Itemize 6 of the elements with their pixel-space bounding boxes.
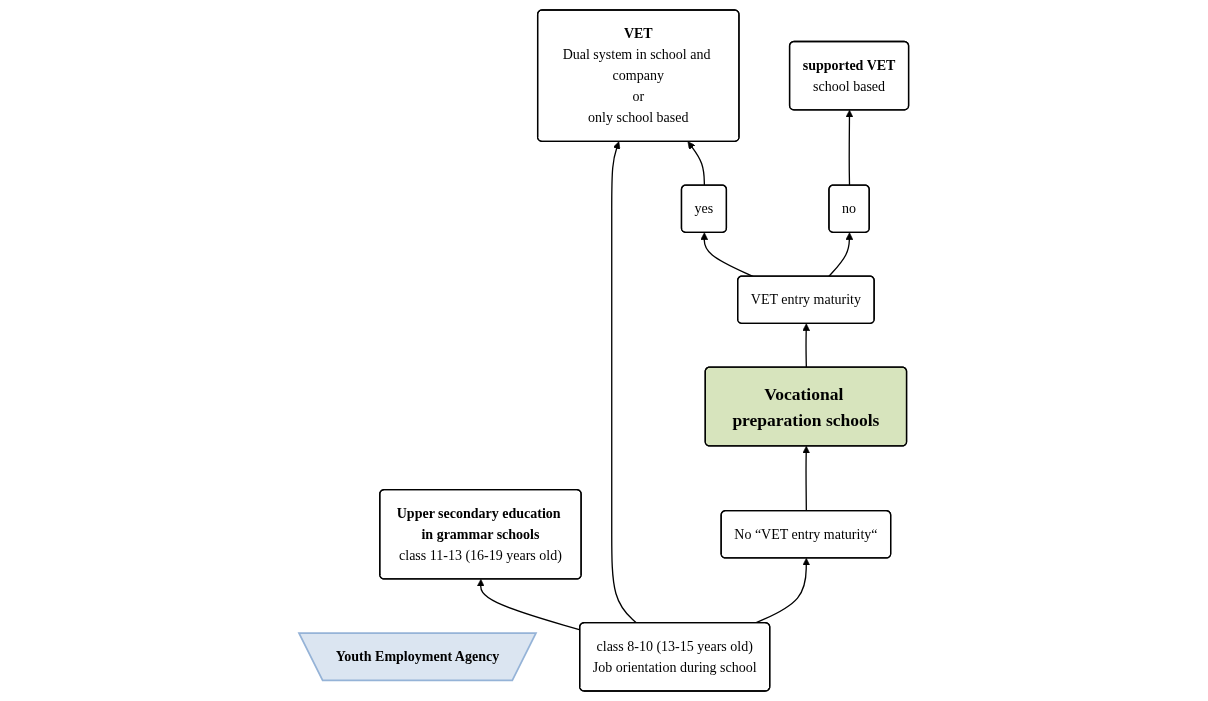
- arrow: [687, 141, 706, 187]
- arrow: [611, 141, 638, 624]
- arrow: [802, 323, 811, 369]
- arrow: [828, 232, 854, 278]
- arrow: [845, 109, 854, 187]
- arrow: [802, 446, 811, 512]
